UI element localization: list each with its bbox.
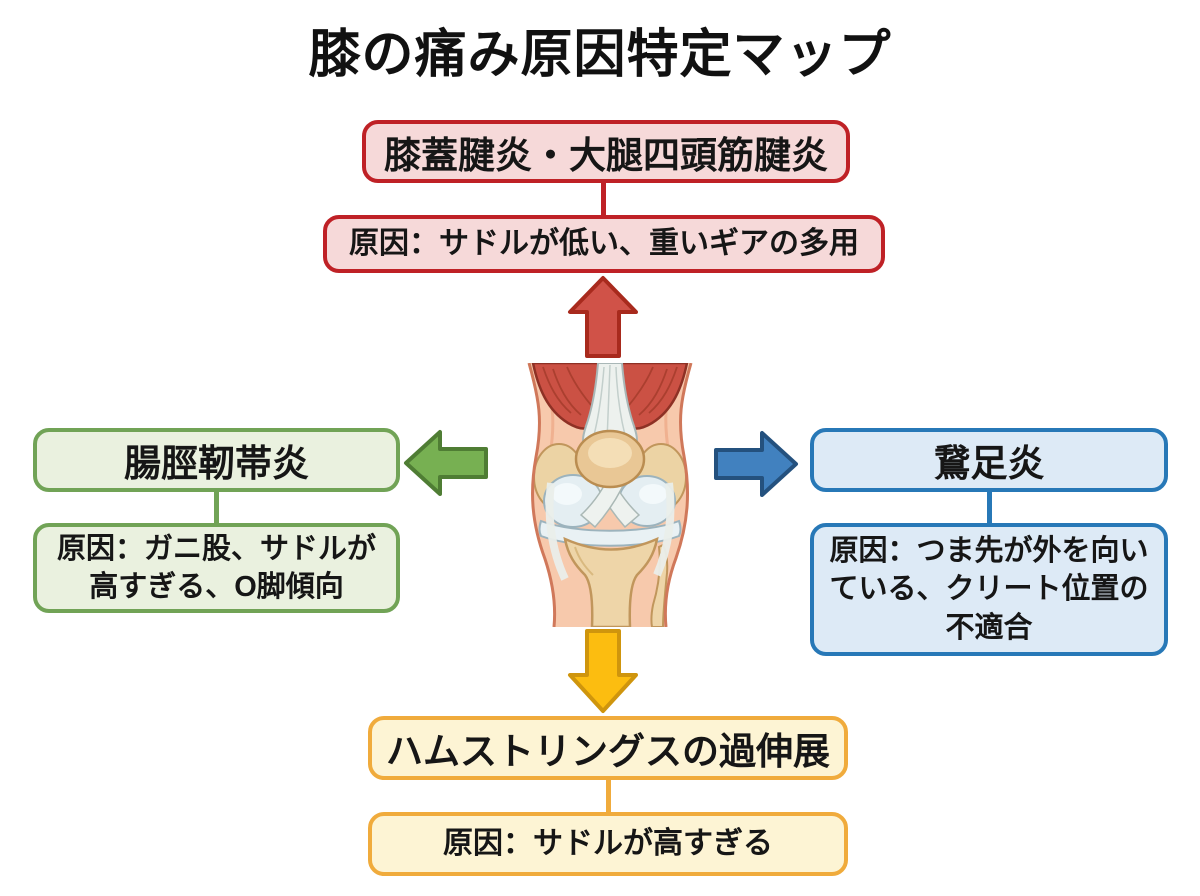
condition-box-it-band: 腸脛靭帯炎: [33, 428, 400, 492]
connector-bottom: [606, 776, 611, 816]
lateral-ligament-right: [653, 482, 675, 577]
condition-label-top: 膝蓋腱炎・大腿四頭筋腱炎: [384, 134, 828, 176]
condition-box-pes-anserine: 鵞足炎: [810, 428, 1168, 492]
condition-label-right: 鵞足炎: [933, 443, 1045, 484]
cause-label-right: 原因：つま先が外を向いている、クリート位置の不適合: [829, 535, 1149, 644]
cause-box-left: 原因：ガニ股、サドルが高すぎる、O脚傾向: [33, 523, 400, 613]
arrow-down-icon: [568, 629, 638, 713]
cause-box-bottom: 原因：サドルが高すぎる: [368, 812, 848, 876]
cause-label-top: 原因：サドルが低い、重いギアの多用: [349, 227, 859, 261]
condition-box-hamstring: ハムストリングスの過伸展: [368, 716, 848, 780]
cause-box-top: 原因：サドルが低い、重いギアの多用: [323, 215, 885, 273]
connector-right: [987, 488, 992, 528]
cause-label-left: 原因：ガニ股、サドルが高すぎる、O脚傾向: [56, 532, 376, 603]
tibia-shape: [563, 536, 659, 627]
connector-left: [214, 488, 219, 528]
arrow-up-icon: [568, 276, 638, 358]
condition-label-bottom: ハムストリングスの過伸展: [386, 731, 830, 772]
knee-anatomy-illustration: [527, 363, 693, 627]
arrow-left-icon: [404, 430, 488, 496]
page-title: 膝の痛み原因特定マップ: [308, 26, 892, 84]
cause-label-bottom: 原因：サドルが高すぎる: [443, 827, 773, 861]
cause-box-right: 原因：つま先が外を向いている、クリート位置の不適合: [810, 523, 1168, 656]
arrow-right-icon: [714, 431, 798, 497]
meniscus-shape: [538, 519, 682, 547]
condition-box-patellar-tendinitis: 膝蓋腱炎・大腿四頭筋腱炎: [362, 120, 850, 183]
condition-label-left: 腸脛靭帯炎: [124, 443, 309, 484]
lateral-ligament-left: [545, 482, 569, 581]
connector-top: [601, 180, 606, 220]
